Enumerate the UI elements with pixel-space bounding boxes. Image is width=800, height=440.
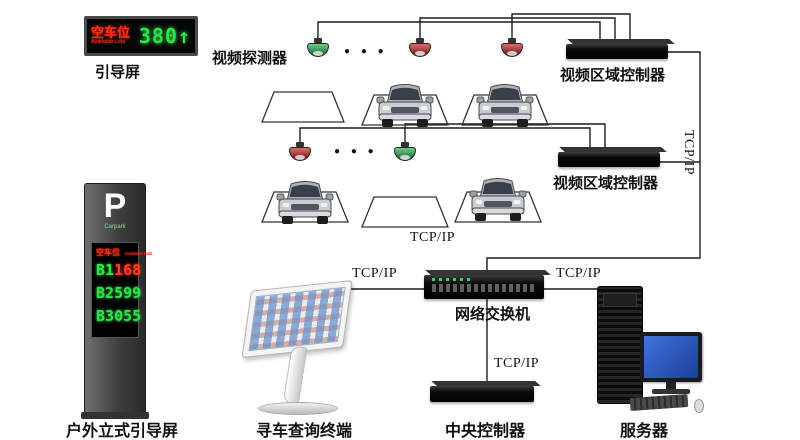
tcpip-label-right-of-switch: TCP/IP <box>556 266 602 281</box>
camera-mount <box>508 38 516 43</box>
tcpip-label-above-switch: TCP/IP <box>410 230 456 245</box>
video-detector-label: 视频探测器 <box>212 50 288 67</box>
pillar-available-en: Available Lots <box>124 251 153 256</box>
camera-light <box>507 51 517 56</box>
kiosk-parking-map <box>248 286 346 352</box>
outdoor-pillar-display: P Carpark 空车位 Available Lots B1 168 B2 5… <box>81 183 152 419</box>
central-controller-caption: 中央控制器 <box>445 423 526 440</box>
server-tower <box>597 286 643 404</box>
floor-row-b3: B3 055 <box>96 305 141 328</box>
floor-name: B2 <box>96 284 115 302</box>
floor-count: 599 <box>114 284 142 302</box>
camera-mount <box>314 38 322 43</box>
camera-mount <box>296 142 304 147</box>
led-text-block: 空车位 Available Lots <box>91 26 130 46</box>
available-lots-en: Available Lots <box>91 39 126 45</box>
dome-camera-icon <box>394 142 416 162</box>
video-area-controller-2-label: 视频区域控制器 <box>553 175 659 192</box>
pillar-available-header: 空车位 Available Lots <box>96 246 152 259</box>
server-front-panel <box>603 293 637 307</box>
ellipsis-dots: ● ● ● <box>334 146 378 157</box>
ellipsis-dots: ● ● ● <box>344 46 388 57</box>
available-count-value: 380↑ <box>138 24 191 48</box>
floor-row-b2: B2 599 <box>96 282 141 305</box>
floor-count: 055 <box>114 307 142 325</box>
outdoor-pillar-caption: 户外立式引导屏 <box>66 423 179 440</box>
tcpip-label-left-of-switch: TCP/IP <box>352 266 398 281</box>
kiosk-caption: 寻车查询终端 <box>256 423 353 440</box>
tcpip-label-right-trunk: TCP/IP <box>681 130 696 176</box>
camera-light <box>295 155 305 160</box>
central-controller <box>430 386 534 402</box>
network-switch-label: 网络交换机 <box>455 306 531 323</box>
monitor-screen <box>644 336 698 378</box>
dome-camera-icon <box>409 38 431 58</box>
camera-dome <box>409 43 431 57</box>
dome-camera-icon <box>289 142 311 162</box>
floor-name: B3 <box>96 307 115 325</box>
camera-dome <box>394 147 416 161</box>
tcpip-label-below-switch: TCP/IP <box>494 356 540 371</box>
floor-name: B1 <box>96 261 115 279</box>
mouse-icon <box>694 399 704 413</box>
carpark-text: Carpark <box>104 224 126 230</box>
camera-light <box>400 155 410 160</box>
dome-camera-icon <box>501 38 523 58</box>
video-area-controller-1-label: 视频区域控制器 <box>560 67 666 84</box>
network-switch <box>424 275 544 299</box>
guidance-led-display: 空车位 Available Lots 380↑ <box>84 16 198 56</box>
cable-lines <box>299 13 701 386</box>
monitor-base <box>652 389 690 394</box>
video-area-controller-2 <box>558 152 660 167</box>
camera-light <box>415 51 425 56</box>
car-icon <box>466 170 530 227</box>
car-icon <box>473 76 537 133</box>
parking-p-symbol: P <box>103 187 127 225</box>
switch-ports <box>432 284 536 292</box>
floor-count: 168 <box>114 261 142 279</box>
switch-status-leds <box>432 278 472 281</box>
floor-row-b1: B1 168 <box>96 259 141 282</box>
pillar-led-screen: 空车位 Available Lots B1 168 B2 599 B3 055 <box>91 242 152 338</box>
car-icon <box>373 76 437 133</box>
video-area-controller-1 <box>566 44 668 59</box>
dome-camera-icon <box>307 38 329 58</box>
pillar-available-cn: 空车位 <box>96 248 120 257</box>
car-icon <box>273 173 337 230</box>
camera-mount <box>416 38 424 43</box>
camera-light <box>313 51 323 56</box>
guidance-screen-label: 引导屏 <box>95 64 141 81</box>
camera-mount <box>401 142 409 147</box>
server-monitor <box>640 332 702 382</box>
kiosk-base <box>258 402 338 415</box>
available-lots-cn: 空车位 <box>91 25 131 40</box>
monitor-stand <box>666 382 676 389</box>
server-caption: 服务器 <box>620 423 669 440</box>
camera-dome <box>289 147 311 161</box>
